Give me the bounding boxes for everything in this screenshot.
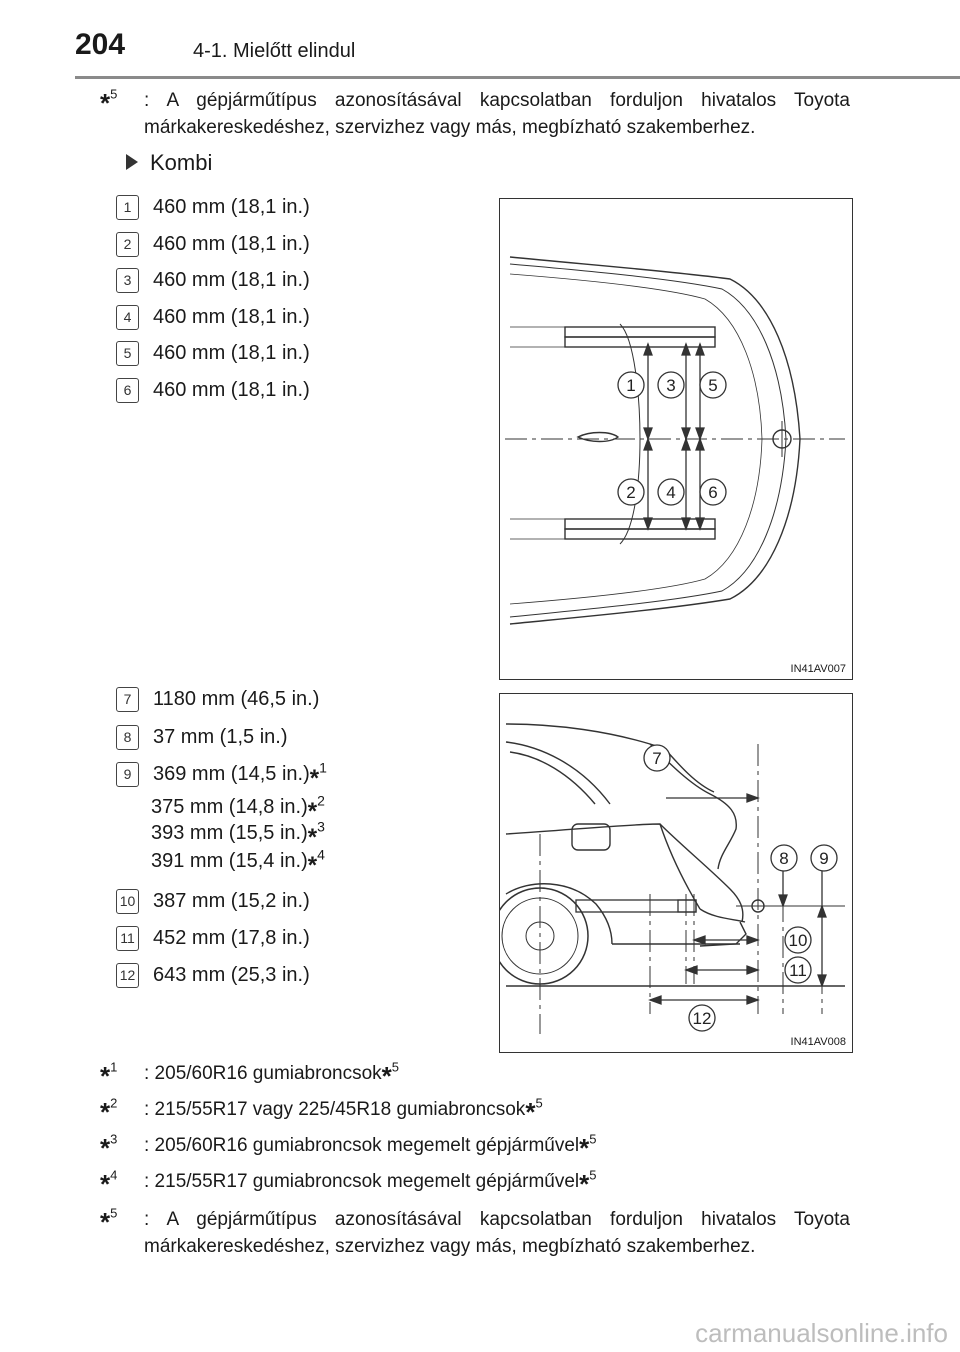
side-view-drawing: 7 8 9 10 11 12 [500, 723, 845, 1034]
spec-item-9-line-3: 393 mm (15,5 in.)*3 [151, 818, 325, 851]
triangle-bullet-icon [126, 154, 138, 170]
footnote-2: *2 : 215/55R17 vagy 225/45R18 gumiabronc… [100, 1095, 543, 1127]
header-divider [75, 76, 960, 79]
figure-side-view: 7 8 9 10 11 12 IN41AV008 [499, 693, 853, 1053]
callout-circle [617, 478, 645, 506]
callout-circle [699, 371, 727, 399]
figure-code: IN41AV008 [790, 1036, 846, 1048]
figure-code: IN41AV007 [790, 663, 846, 675]
callout-label: 6 [708, 483, 717, 502]
bottom-note: *5 : A gépjárműtípus azonosításával kapc… [100, 1206, 850, 1260]
note-text: : A gépjárműtípus azonosításával kapcsol… [144, 90, 850, 138]
callout-circle [617, 371, 645, 399]
spec-item-9-line-2: 375 mm (14,8 in.)*2 [151, 792, 325, 825]
callout-label: 9 [819, 849, 828, 868]
section-title: 4-1. Mielőtt elindul [193, 40, 356, 62]
figure-rear-view: 1 3 5 2 4 6 IN41AV007 [499, 198, 853, 680]
note-marker: *5 [100, 1205, 118, 1237]
callout-label: 10 [789, 931, 808, 950]
footnote-1: *1 : 205/60R16 gumiabroncsok*5 [100, 1059, 400, 1091]
callout-label: 3 [666, 376, 675, 395]
callout-circle [699, 478, 727, 506]
top-note: *5 : A gépjárműtípus azonosításával kapc… [100, 87, 850, 141]
spec-item-9-line-4: 391 mm (15,4 in.)*4 [151, 846, 325, 879]
rear-view-drawing: 1 3 5 2 4 6 [505, 256, 845, 625]
note-marker: *5 [100, 86, 118, 118]
note-text: : A gépjárműtípus azonosításával kapcsol… [144, 1209, 850, 1257]
callout-label: 2 [626, 483, 635, 502]
footnote-3: *3 : 205/60R16 gumiabroncsok megemelt gé… [100, 1131, 597, 1163]
page-header: 204 4-1. Mielőtt elindul [0, 0, 960, 79]
callout-circle [657, 371, 685, 399]
callout-label: 1 [626, 376, 635, 395]
callout-circle [657, 478, 685, 506]
callout-label: 8 [779, 849, 788, 868]
callout-label: 4 [666, 483, 675, 502]
page-number: 204 [75, 28, 126, 61]
callout-label: 5 [708, 376, 717, 395]
subheading: Kombi [126, 150, 212, 176]
footnote-4: *4 : 215/55R17 gumiabroncsok megemelt gé… [100, 1167, 597, 1199]
callout-label: 11 [789, 961, 807, 980]
watermark: carmanualsonline.info [695, 1318, 948, 1348]
callout-label: 7 [652, 749, 661, 768]
callout-label: 12 [693, 1009, 712, 1028]
